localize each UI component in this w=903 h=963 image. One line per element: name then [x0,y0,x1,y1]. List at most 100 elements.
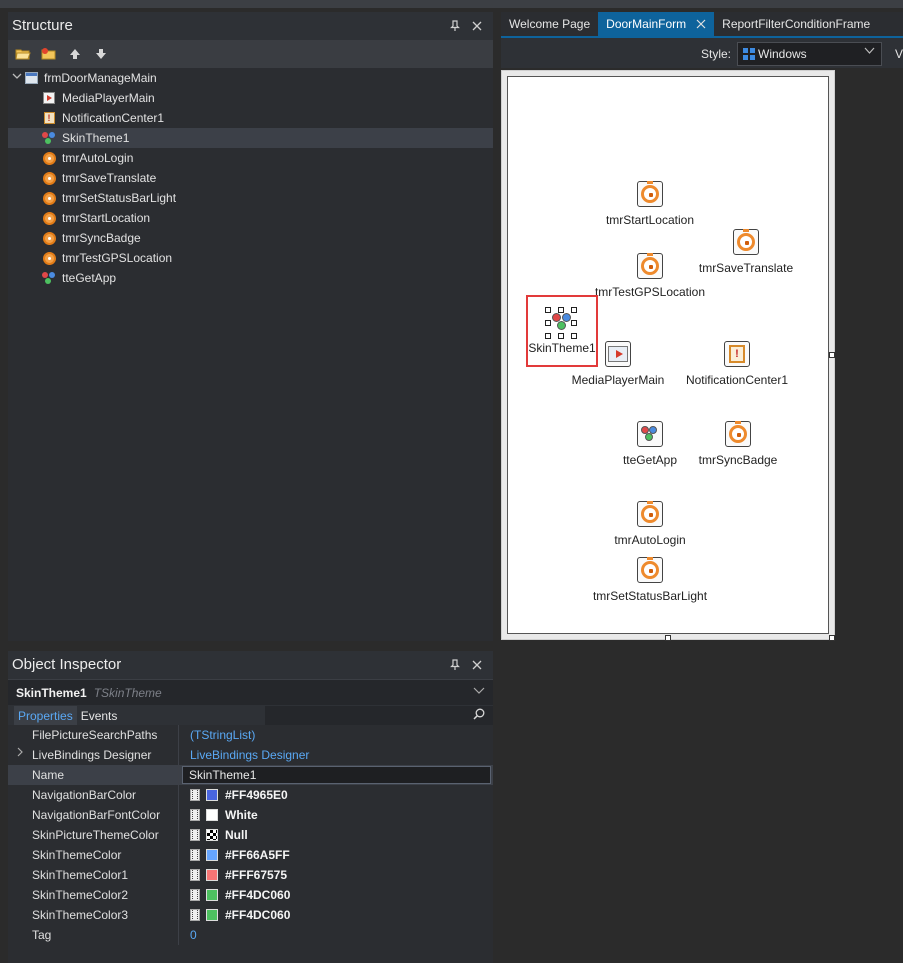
chevron-right-icon[interactable] [16,745,24,765]
component-tmrstartlocation[interactable]: tmrStartLocation [597,181,703,227]
property-value[interactable]: LiveBindings Designer [190,748,310,762]
tree-node-tmrsetstatusbarlight[interactable]: tmrSetStatusBarLight [8,188,493,208]
color-value[interactable]: #FFF67575 [190,865,287,885]
timer-icon [42,191,56,205]
tree-node-tmrsavetranslate[interactable]: tmrSaveTranslate [8,168,493,188]
timer-icon [42,251,56,265]
new-folder-icon[interactable] [40,45,58,63]
close-icon[interactable] [471,20,483,32]
color-value[interactable]: #FF4DC060 [190,885,290,905]
resize-handle-bottom[interactable] [665,635,671,641]
style-label: Style: [701,47,732,61]
chevron-down-icon[interactable] [10,68,24,88]
tree-node-tmrstartlocation[interactable]: tmrStartLocation [8,208,493,228]
color-swatch [206,829,218,841]
component-tmrsyncbadge[interactable]: tmrSyncBadge [688,421,788,467]
property-row[interactable]: LiveBindings Designer LiveBindings Desig… [8,745,493,765]
structure-panel: Structure frmDoorManage [8,12,493,641]
chevron-down-icon[interactable] [473,686,485,698]
component-tmrtestgpslocation[interactable]: tmrTestGPSLocation [592,253,708,299]
form-icon [24,71,38,85]
object-selector[interactable]: SkinTheme1 TSkinTheme [8,679,493,705]
film-icon [190,849,200,861]
color-swatch [206,869,218,881]
component-tmrsetstatusbarlight[interactable]: tmrSetStatusBarLight [589,557,711,603]
property-row[interactable]: SkinThemeColor #FF66A5FF [8,845,493,865]
tab-doormainform[interactable]: DoorMainForm [598,12,715,37]
property-name: SkinThemeColor2 [32,888,129,902]
style-select[interactable]: Windows [737,42,882,66]
component-skintheme1[interactable]: SkinTheme1 [527,309,597,355]
property-value[interactable]: (TStringList) [190,728,256,742]
pin-icon[interactable] [449,20,461,32]
property-row[interactable]: NavigationBarFontColor White [8,805,493,825]
timer-icon [637,557,663,583]
tree-node-frmdoormanagemain[interactable]: frmDoorManageMain [8,68,493,88]
tree-node-label: NotificationCenter1 [62,111,165,125]
property-value[interactable]: 0 [190,928,197,942]
form-client-area[interactable] [507,76,829,634]
property-row[interactable]: FilePictureSearchPaths (TStringList) [8,725,493,745]
name-edit-field[interactable]: SkinTheme1 [182,766,491,784]
property-row[interactable]: SkinPictureThemeColor Null [8,825,493,845]
component-mediaplayermain[interactable]: MediaPlayerMain [565,341,671,387]
component-label: MediaPlayerMain [571,373,665,387]
property-row[interactable]: SkinThemeColor2 #FF4DC060 [8,885,493,905]
component-ttegetapp[interactable]: tteGetApp [610,421,690,467]
close-icon[interactable] [696,12,706,37]
structure-tree: frmDoorManageMain MediaPlayerMain ! Noti… [8,68,493,641]
tab-properties[interactable]: Properties [14,706,77,726]
open-folder-icon[interactable] [14,45,32,63]
component-tmrsavetranslate[interactable]: tmrSaveTranslate [693,229,799,275]
component-label: tmrSyncBadge [698,453,778,467]
tab-welcome-page[interactable]: Welcome Page [501,12,598,36]
color-value[interactable]: #FF4DC060 [190,905,290,925]
tree-node-ttegetapp[interactable]: tteGetApp [8,268,493,288]
property-row[interactable]: SkinThemeColor1 #FFF67575 [8,865,493,885]
component-tmrautologin[interactable]: tmrAutoLogin [597,501,703,547]
tree-node-notificationcenter1[interactable]: ! NotificationCenter1 [8,108,493,128]
property-row[interactable]: NavigationBarColor #FF4965E0 [8,785,493,805]
component-notificationcenter1[interactable]: ! NotificationCenter1 [681,341,793,387]
property-name: NavigationBarFontColor [32,808,161,822]
object-name: SkinTheme1 [16,685,87,700]
tree-node-label: tmrStartLocation [62,211,151,225]
tree-node-tmrtestgpslocation[interactable]: tmrTestGPSLocation [8,248,493,268]
color-value[interactable]: Null [190,825,248,845]
style-value: Windows [758,47,807,61]
search-icon[interactable] [473,708,485,720]
move-up-icon[interactable] [66,45,84,63]
property-row[interactable]: SkinThemeColor3 #FF4DC060 [8,905,493,925]
color-value[interactable]: #FF66A5FF [190,845,290,865]
color-swatch [206,789,218,801]
resize-handle-corner[interactable] [829,635,835,641]
pin-icon[interactable] [449,659,461,671]
close-icon[interactable] [471,659,483,671]
film-icon [190,909,200,921]
tree-node-skintheme1[interactable]: SkinTheme1 [8,128,493,148]
tree-node-label: tmrSyncBadge [62,231,141,245]
tree-node-tmrautologin[interactable]: tmrAutoLogin [8,148,493,168]
property-search-input[interactable] [265,706,493,726]
move-down-icon[interactable] [92,45,110,63]
inspector-tabs: Properties Events [8,705,493,727]
resize-handle-right[interactable] [829,352,835,358]
property-name: SkinThemeColor3 [32,908,129,922]
tree-node-label: SkinTheme1 [62,131,130,145]
structure-title-bar: Structure [8,12,493,40]
tree-node-mediaplayermain[interactable]: MediaPlayerMain [8,88,493,108]
tree-node-tmrsyncbadge[interactable]: tmrSyncBadge [8,228,493,248]
color-value[interactable]: White [190,805,258,825]
tab-events[interactable]: Events [80,709,118,723]
property-value: #FF4DC060 [225,888,291,902]
color-swatch [206,809,218,821]
property-value: #FF4965E0 [225,788,288,802]
property-name: SkinPictureThemeColor [32,828,159,842]
timer-icon [733,229,759,255]
color-value[interactable]: #FF4965E0 [190,785,288,805]
property-row[interactable]: Tag 0 [8,925,493,945]
tab-reportfilterconditionframe[interactable]: ReportFilterConditionFrame [714,12,878,36]
property-row[interactable]: Name SkinTheme1 [8,765,493,785]
property-name: SkinThemeColor1 [32,868,129,882]
property-value: White [225,808,258,822]
